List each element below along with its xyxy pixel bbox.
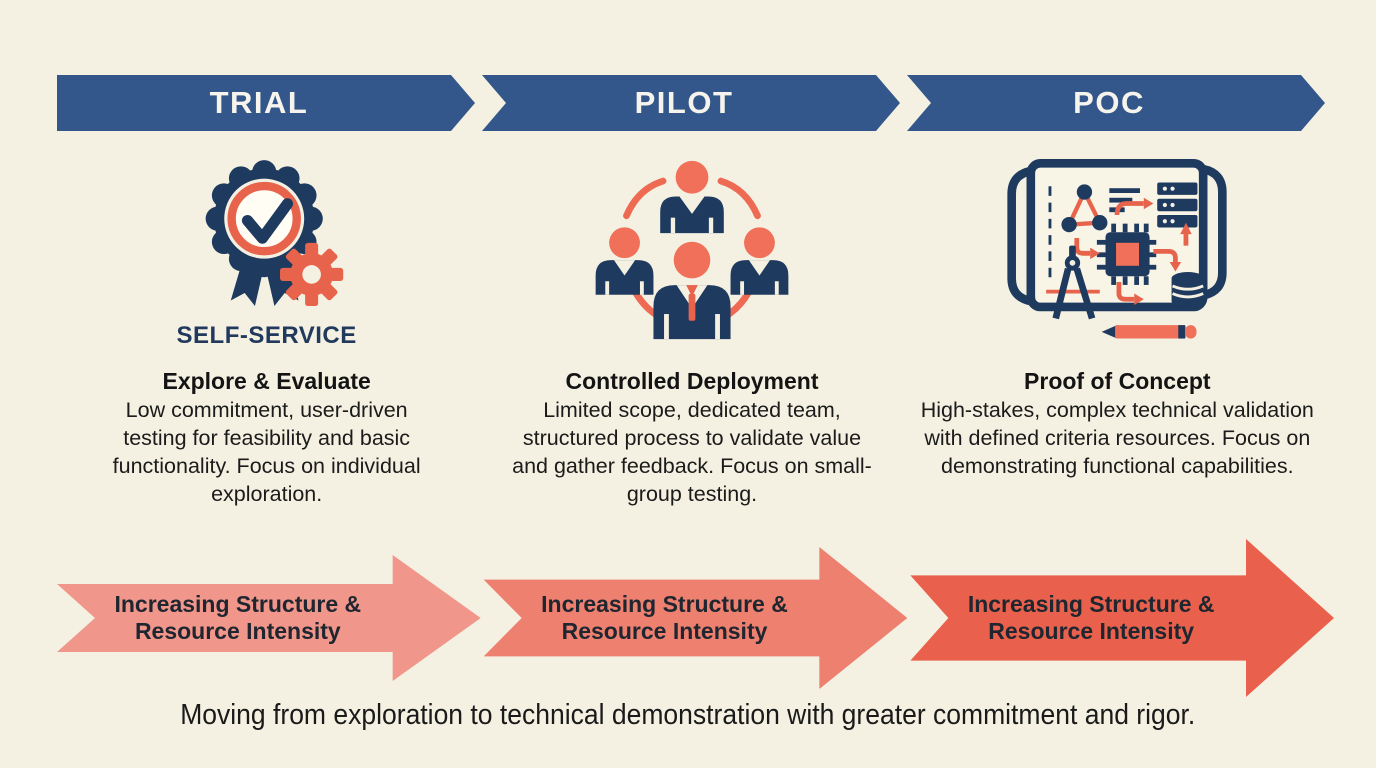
arrow-label-1-line2: Resource Intensity	[134, 618, 341, 644]
trial-icon-area: SELF-SERVICE	[174, 148, 360, 364]
cpu-chip-icon	[1097, 223, 1157, 285]
arrow-label-2-line2: Resource Intensity	[561, 618, 768, 644]
arrow-label-1: Increasing Structure & Resource Intensit…	[91, 591, 385, 645]
arrow-label-1-line1: Increasing Structure &	[114, 591, 362, 617]
intensity-arrows-row: Increasing Structure & Resource Intensit…	[57, 538, 1334, 698]
column-trial: SELF-SERVICE Explore & Evaluate Low comm…	[54, 148, 479, 508]
pilot-title: Controlled Deployment	[565, 368, 819, 394]
pilot-icon-area	[586, 148, 798, 364]
stage-label-pilot: PILOT	[634, 85, 734, 120]
trial-description: Low commitment, user-driven testing for …	[112, 398, 421, 506]
trial-title: Explore & Evaluate	[162, 368, 371, 394]
pilot-description: Limited scope, dedicated team, structure…	[512, 398, 872, 506]
person-bottom-icon	[653, 241, 731, 340]
poc-title: Proof of Concept	[1024, 368, 1211, 394]
compass-icon	[1046, 245, 1101, 320]
flow-arrows-icon	[1074, 201, 1189, 302]
column-pilot: Controlled Deployment Limited scope, ded…	[479, 148, 904, 508]
person-right-icon	[730, 227, 789, 295]
arrow-label-3-line2: Resource Intensity	[988, 618, 1195, 644]
team-network-icon	[595, 160, 789, 340]
stage-segment-pilot: PILOT	[482, 75, 900, 131]
person-left-icon	[595, 227, 654, 295]
badge-check-icon	[205, 160, 343, 307]
flow-arrowheads-icon	[1090, 197, 1193, 306]
gear-icon	[279, 242, 343, 307]
rosette-icon	[205, 160, 323, 278]
trial-icon-caption: SELF-SERVICE	[176, 322, 357, 349]
stage-banner: TRIAL PILOT POC	[57, 75, 1325, 131]
stage-segment-trial: TRIAL	[57, 75, 475, 131]
person-top-icon	[660, 160, 724, 234]
column-poc: Proof of Concept High-stakes, complex te…	[905, 148, 1330, 508]
footer-caption: Moving from exploration to technical dem…	[0, 699, 1376, 732]
server-stack-icon	[1157, 182, 1198, 228]
arrow-label-2-line1: Increasing Structure &	[541, 591, 788, 617]
stage-label-trial: TRIAL	[209, 85, 309, 120]
intensity-arrow-1: Increasing Structure & Resource Intensit…	[57, 555, 481, 681]
stage-label-poc: POC	[1073, 85, 1145, 120]
stage-segment-poc: POC	[907, 75, 1325, 131]
footer-caption-text: Moving from exploration to technical dem…	[180, 699, 1196, 731]
network-nodes-icon	[1061, 184, 1108, 233]
intensity-arrow-3: Increasing Structure & Resource Intensit…	[910, 539, 1334, 697]
pencil-icon	[1101, 325, 1197, 339]
arrow-label-3: Increasing Structure & Resource Intensit…	[944, 591, 1238, 645]
columns-row: SELF-SERVICE Explore & Evaluate Low comm…	[54, 148, 1330, 508]
poc-description: High-stakes, complex technical validatio…	[920, 398, 1314, 478]
poc-icon-area	[1002, 148, 1232, 364]
intensity-arrow-2: Increasing Structure & Resource Intensit…	[484, 547, 908, 689]
arrow-label-2: Increasing Structure & Resource Intensit…	[518, 591, 812, 645]
checkmark-icon	[241, 198, 293, 244]
blueprint-schematic-icon	[1007, 159, 1227, 339]
database-icon	[1171, 272, 1205, 308]
arrow-label-3-line1: Increasing Structure &	[967, 591, 1215, 617]
